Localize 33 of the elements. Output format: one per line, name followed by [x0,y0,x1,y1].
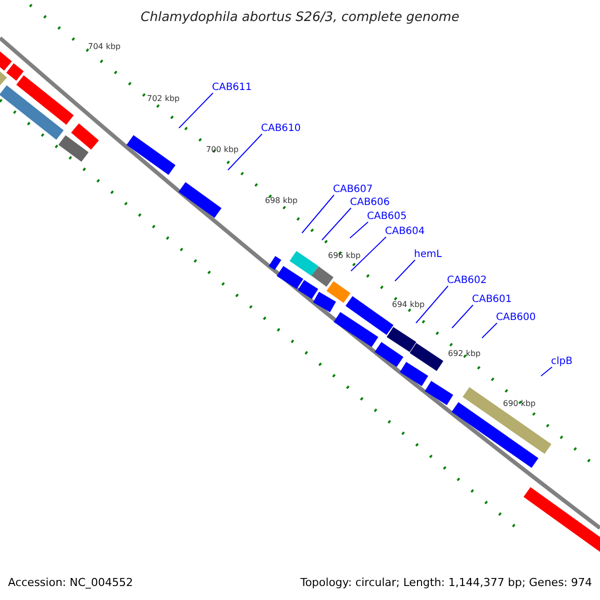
gene-label: CAB605 [367,211,407,223]
leader-line [228,134,262,170]
gene-label: CAB610 [261,123,301,135]
leader-line [482,322,498,338]
leader-line [452,304,474,328]
leader-line [178,92,214,128]
gene-label: CAB601 [472,294,512,306]
gene-label: CAB607 [333,184,373,196]
leader-line [394,260,416,282]
scale-label: 698 kbp [265,196,298,206]
gene-label: CAB611 [212,82,252,94]
gene-label: CAB606 [350,197,390,209]
scale-label: 702 kbp [147,94,180,104]
scale-label: 692 kbp [448,349,481,359]
gene-label: CAB600 [496,312,536,324]
leader-line [302,194,334,234]
gene-label: hemL [414,249,442,261]
scale-label: 694 kbp [392,300,425,310]
title: Chlamydophila abortus S26/3, complete genome [140,10,460,25]
leader-line [350,222,368,238]
gene-label: clpB [551,356,572,368]
leader-line [322,208,352,240]
leader-line [350,236,386,272]
scale-label: 690 kbp [503,399,536,409]
gene-label: CAB604 [385,226,425,238]
leader-line [416,286,448,324]
gene-label: CAB602 [447,275,487,287]
scale-label: 704 kbp [88,42,121,52]
accession-text: Accession: NC_004552 [8,576,134,589]
genome-info-text: Topology: circular; Length: 1,144,377 bp; Genes: 974 [300,576,592,589]
scale-label: 700 kbp [206,145,239,155]
scale-label: 696 kbp [328,251,361,261]
leader-line [540,366,552,376]
